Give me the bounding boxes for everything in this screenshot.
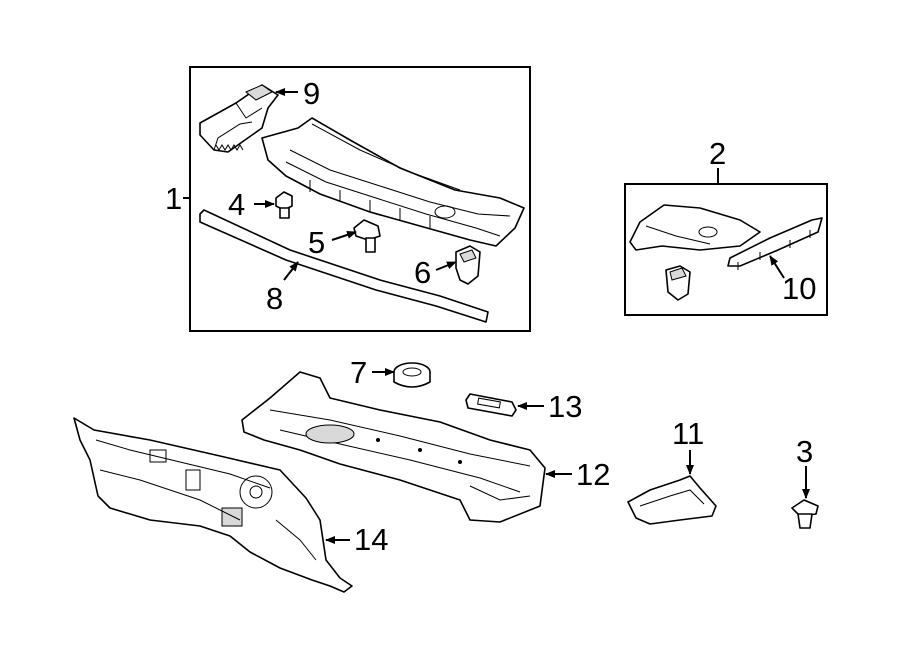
callout-5: 5 xyxy=(308,225,325,260)
callout-10: 10 xyxy=(782,271,816,306)
callout-1: 1 xyxy=(165,181,182,216)
part-8-seal-strip xyxy=(199,209,489,323)
callout-13: 13 xyxy=(548,389,582,424)
part-13-plate xyxy=(465,393,517,417)
part-2-cowl-panel xyxy=(629,204,761,251)
part-10-reinforcement xyxy=(727,217,823,270)
part-12-cowl-assembly xyxy=(241,371,546,523)
callout-3: 3 xyxy=(796,434,813,469)
callout-7: 7 xyxy=(350,355,367,390)
callout-12: 12 xyxy=(576,457,610,492)
part-3-push-clip xyxy=(791,499,819,529)
part-11-bracket xyxy=(627,475,717,525)
callout-6: 6 xyxy=(414,255,431,290)
callout-4: 4 xyxy=(228,187,245,222)
part-2-bracket xyxy=(665,265,691,301)
part-7-grommet xyxy=(393,362,431,388)
callout-labels: 1 2 3 4 5 6 7 8 9 10 11 12 13 14 xyxy=(165,76,816,557)
part-cowl-top-panel xyxy=(261,117,525,247)
group-box-2 xyxy=(624,183,828,316)
callout-8: 8 xyxy=(266,281,283,316)
part-4-bolt xyxy=(275,191,293,219)
callout-9: 9 xyxy=(303,76,320,111)
part-14-dash-panel xyxy=(73,417,353,593)
leader-arrows xyxy=(254,88,810,544)
callout-14: 14 xyxy=(354,522,388,557)
part-9-cowl-filter xyxy=(199,84,279,153)
callout-2: 2 xyxy=(709,136,726,171)
callout-11: 11 xyxy=(672,416,704,451)
part-6-bracket xyxy=(455,245,481,285)
part-5-clip xyxy=(353,219,381,253)
